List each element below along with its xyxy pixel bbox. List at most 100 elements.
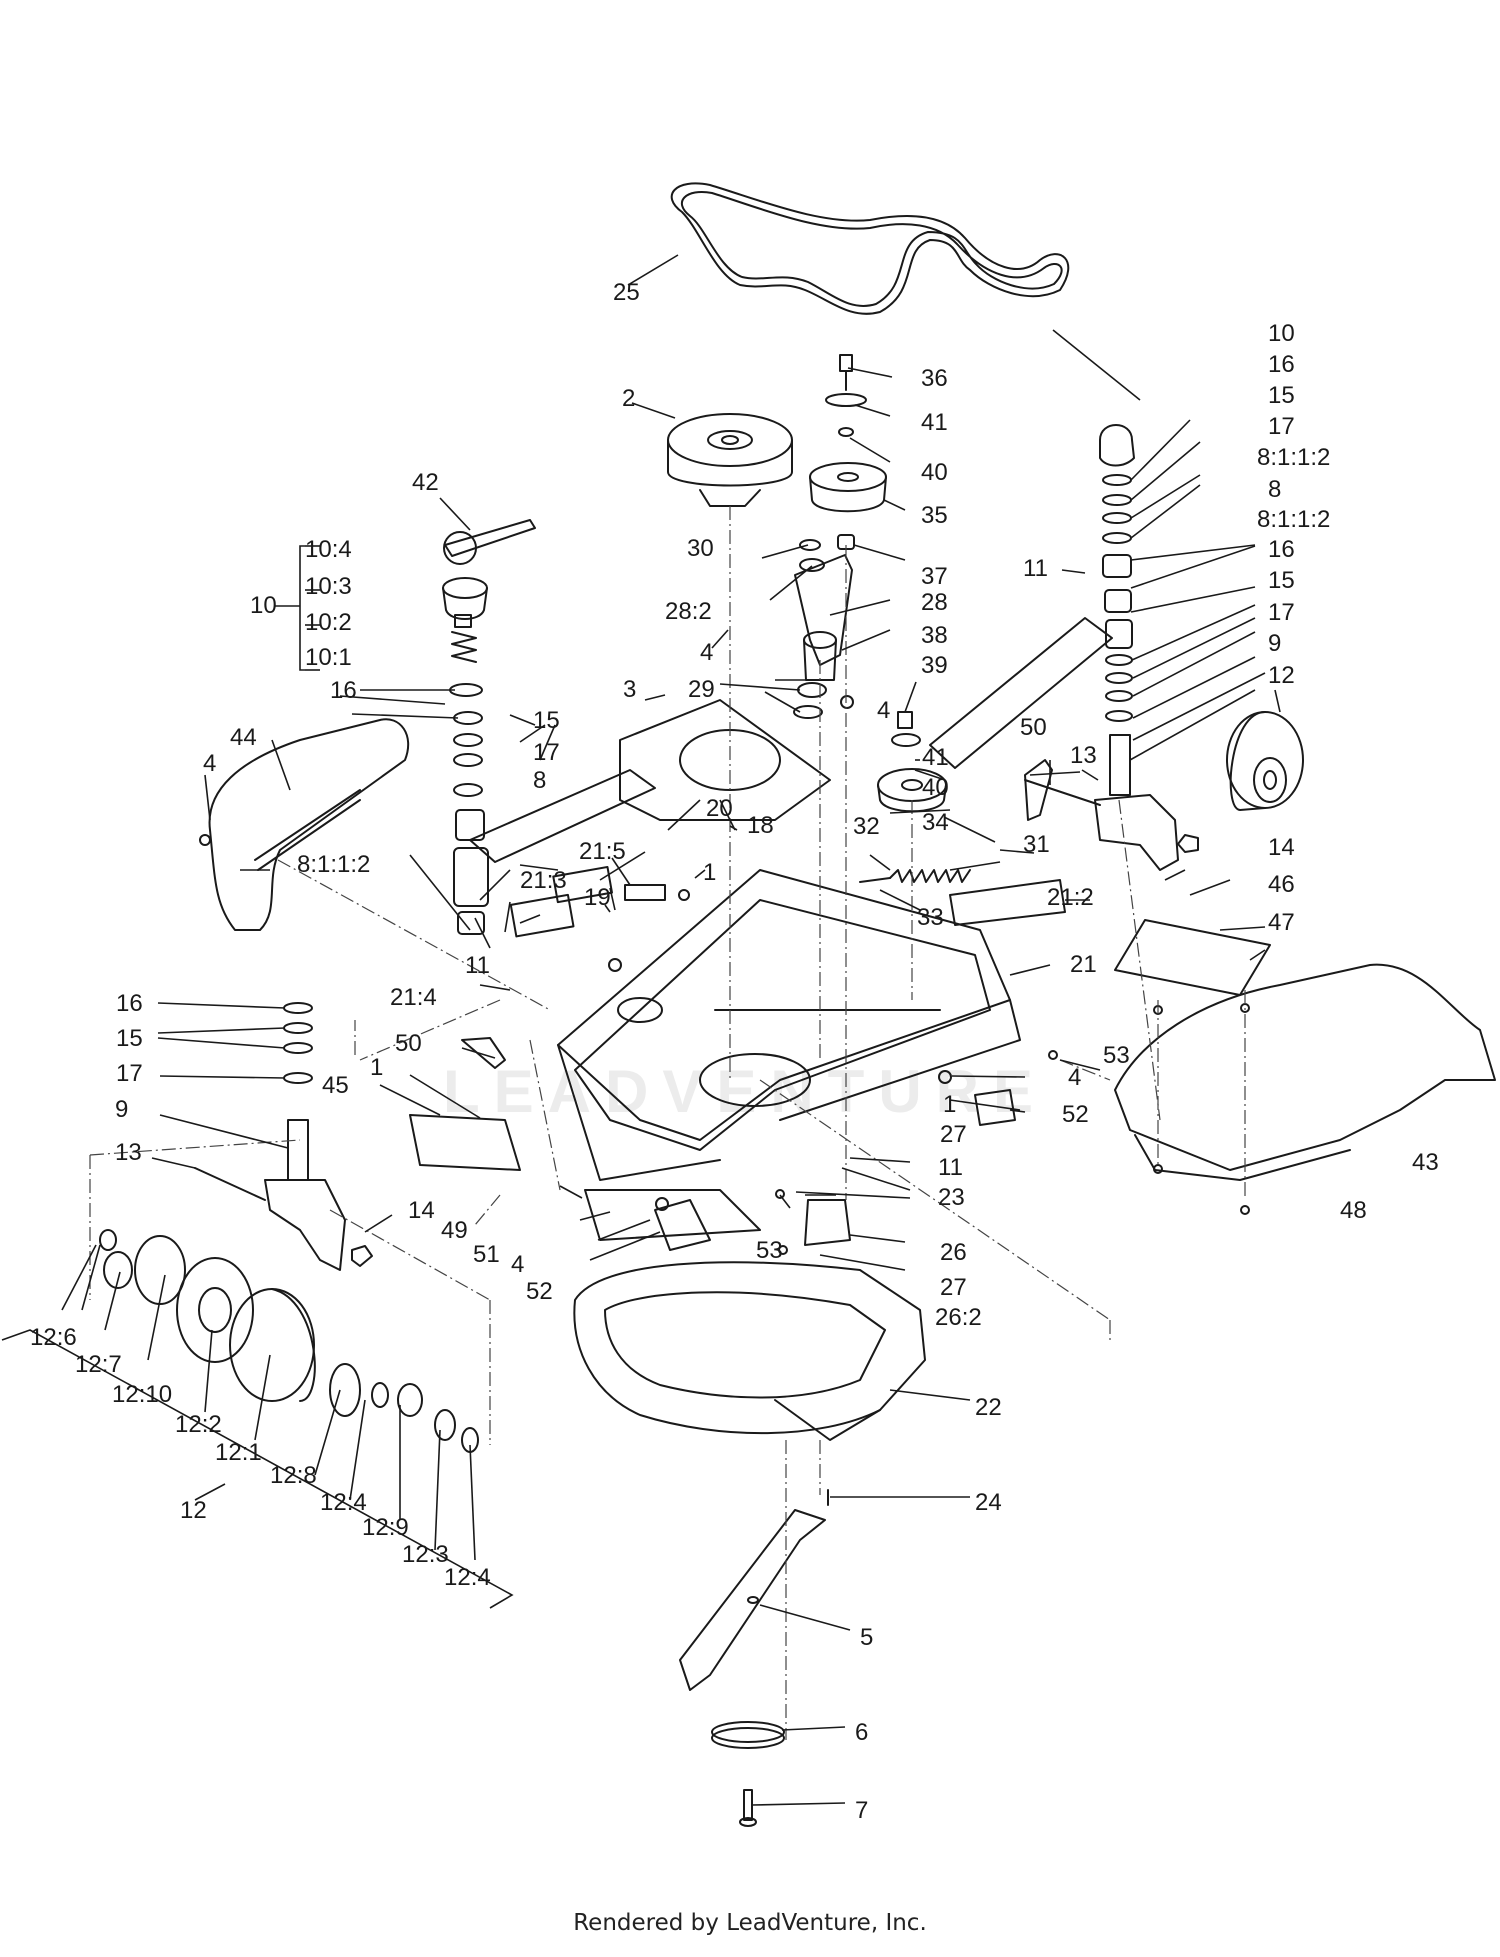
callout-label: 8:1:1:2 [297,851,370,878]
callout-label: 21:4 [390,984,437,1011]
anchor-brackets [654,1089,1016,1251]
callout-label: 21:5 [579,838,626,865]
callout-label: 15 [533,707,560,734]
callout-label: 17 [1268,413,1295,440]
callout-label: 13 [1070,742,1097,769]
callout-label: 42 [412,469,439,496]
callout-label: 15 [1268,567,1295,594]
tension-spring [859,869,971,883]
callout-label: 11 [938,1154,963,1181]
callout-label: 39 [921,652,948,679]
callout-label: 25 [613,279,640,306]
callout-label: 43 [1412,1149,1439,1176]
callout-label: 13 [115,1139,142,1166]
caster-wheel-right [1226,711,1304,811]
callout-label: 12:10 [112,1381,172,1408]
discharge-chute [208,718,410,931]
callout-label: 26:2 [935,1304,982,1331]
deck-hood [1114,963,1496,1181]
callout-label: 7 [855,1797,868,1824]
callout-label: 20 [706,795,733,822]
callout-label: 50 [395,1030,422,1057]
deck-frame [557,869,1021,1241]
callout-label: 10:4 [305,536,352,563]
callout-label: 44 [230,724,257,751]
callout-label: 12 [180,1497,207,1524]
caster-spring-assembly-left [442,519,536,935]
callout-label: 12:1 [215,1439,262,1466]
callout-label: 19 [584,884,611,911]
callout-label: 12:4 [320,1489,367,1516]
callout-label: 14 [408,1197,435,1224]
callout-label: 1 [943,1091,956,1118]
callout-label: 1 [703,859,716,886]
caster-spring-assembly-right [1024,424,1199,871]
callout-label: 52 [1062,1101,1089,1128]
callout-label: 16 [116,990,143,1017]
callout-label: 1 [370,1054,383,1081]
callout-label: 40 [922,774,949,801]
rendered-by-footer: Rendered by LeadVenture, Inc. [573,1910,927,1936]
leader-lines [1,254,1281,1806]
callout-label: 47 [1268,909,1295,936]
callout-label: 26 [940,1239,967,1266]
callout-label: 9 [1268,630,1281,657]
callout-label: 12:8 [270,1462,317,1489]
callout-label: 15 [1268,382,1295,409]
callout-label: 12:7 [75,1351,122,1378]
callout-label: 12:6 [30,1324,77,1351]
callout-label: 35 [921,502,948,529]
callout-label: 16 [1268,536,1295,563]
callout-label: 33 [917,904,944,931]
callout-label: 50 [1020,714,1047,741]
callout-label: 9 [115,1096,128,1123]
callout-label: 10:2 [305,609,352,636]
deck-baffle [573,1261,926,1441]
callout-label: 10 [250,592,277,619]
callout-label: 21 [1070,951,1097,978]
callout-label: 3 [623,676,636,703]
callout-label: 46 [1268,871,1295,898]
callout-label: 16 [1268,351,1295,378]
callout-label: 8 [533,767,546,794]
idler-pulley [809,354,887,550]
mower-blade [679,1509,826,1691]
callout-label: 49 [441,1217,468,1244]
front-axle-tube [469,617,1113,863]
callout-label: 18 [747,812,774,839]
callout-label: 12:9 [362,1514,409,1541]
callout-label: 14 [1268,834,1295,861]
callout-label: 2 [622,385,635,412]
callout-label: 8:1:1:2 [1257,506,1330,533]
callout-label: 12:3 [402,1541,449,1568]
callout-label: 11 [1023,555,1048,582]
callout-label: 53 [756,1237,783,1264]
callout-label: 8 [1268,476,1281,503]
callout-label: 53 [1103,1042,1130,1069]
callout-label: 6 [855,1719,868,1746]
belt [670,182,1070,315]
callout-label: 4 [877,697,890,724]
callout-label: 21:3 [520,867,567,894]
callout-label: 10:3 [305,573,352,600]
callout-label: 23 [938,1184,965,1211]
callout-label: 41 [921,409,948,436]
callout-label: 41 [922,744,949,771]
callout-label: 11 [465,952,490,979]
callout-label: 31 [1023,831,1050,858]
callout-label: 4 [203,750,216,777]
small-fasteners [199,695,1250,1506]
callout-label: 30 [687,535,714,562]
callout-label: 32 [853,813,880,840]
callout-label: 10:1 [305,644,352,671]
callout-label: 16 [330,677,357,704]
shields-and-decals [409,865,1271,1171]
callout-label: 17 [116,1060,143,1087]
callout-label: 17 [1268,599,1295,626]
caster-wheel-left [99,1229,479,1453]
callout-label: 21:2 [1047,884,1094,911]
callout-label: 34 [922,809,949,836]
callout-label: 27 [940,1274,967,1301]
callout-label: 8:1:1:2 [1257,444,1330,471]
